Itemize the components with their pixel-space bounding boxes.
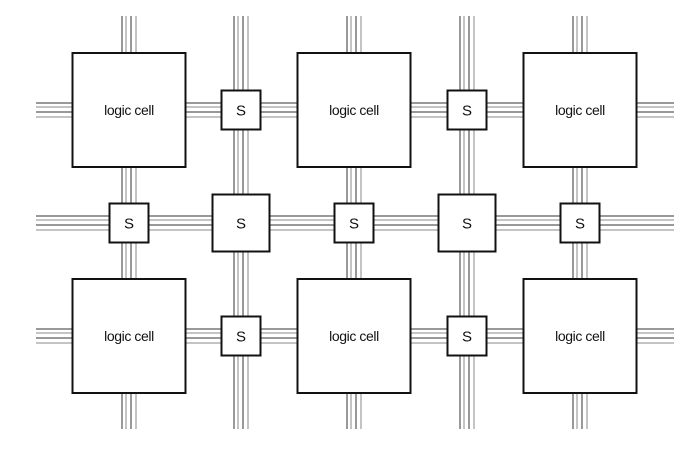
logic-cell: logic cell	[71, 52, 187, 168]
logic-cell-box	[71, 52, 187, 168]
logic-cell-label: logic cell	[555, 102, 605, 118]
logic-cell-box	[522, 52, 638, 168]
switch-box: S	[108, 202, 150, 244]
logic-cell: logic cell	[296, 52, 412, 168]
switch-box-label: S	[236, 216, 246, 233]
switch-box-rect	[211, 193, 271, 253]
switch-box-label: S	[349, 216, 359, 233]
logic-cell: logic cell	[296, 278, 412, 394]
switch-box: S	[333, 202, 375, 244]
switch-box: S	[437, 193, 497, 253]
switch-box: S	[446, 315, 488, 357]
logic-cell-box	[296, 52, 412, 168]
switch-box: S	[446, 89, 488, 131]
logic-cell-label: logic cell	[329, 102, 379, 118]
switch-box-label: S	[462, 329, 472, 346]
switch-box-label: S	[124, 216, 134, 233]
switch-box-rect	[446, 89, 488, 131]
logic-cell-box	[296, 278, 412, 394]
switch-box-label: S	[462, 216, 472, 233]
switch-box-label: S	[236, 103, 246, 120]
logic-cell: logic cell	[71, 278, 187, 394]
switch-box-rect	[446, 315, 488, 357]
switch-box: S	[211, 193, 271, 253]
logic-cell-label: logic cell	[329, 328, 379, 344]
switch-box: S	[220, 315, 262, 357]
switch-box: S	[220, 89, 262, 131]
switch-box-label: S	[236, 329, 246, 346]
components: logic cell logic cell logic cell logic cell…	[71, 52, 638, 394]
switch-box-rect	[220, 315, 262, 357]
logic-cell-label: logic cell	[104, 102, 154, 118]
switch-box-rect	[559, 202, 601, 244]
logic-cell-box	[71, 278, 187, 394]
logic-cell-box	[522, 278, 638, 394]
switch-box-label: S	[575, 216, 585, 233]
switch-box-rect	[108, 202, 150, 244]
switch-box-rect	[437, 193, 497, 253]
logic-cell-label: logic cell	[555, 328, 605, 344]
logic-cell: logic cell	[522, 278, 638, 394]
switch-box: S	[559, 202, 601, 244]
switch-box-rect	[333, 202, 375, 244]
logic-cell: logic cell	[522, 52, 638, 168]
switch-box-rect	[220, 89, 262, 131]
logic-cell-label: logic cell	[104, 328, 154, 344]
switch-box-label: S	[462, 103, 472, 120]
